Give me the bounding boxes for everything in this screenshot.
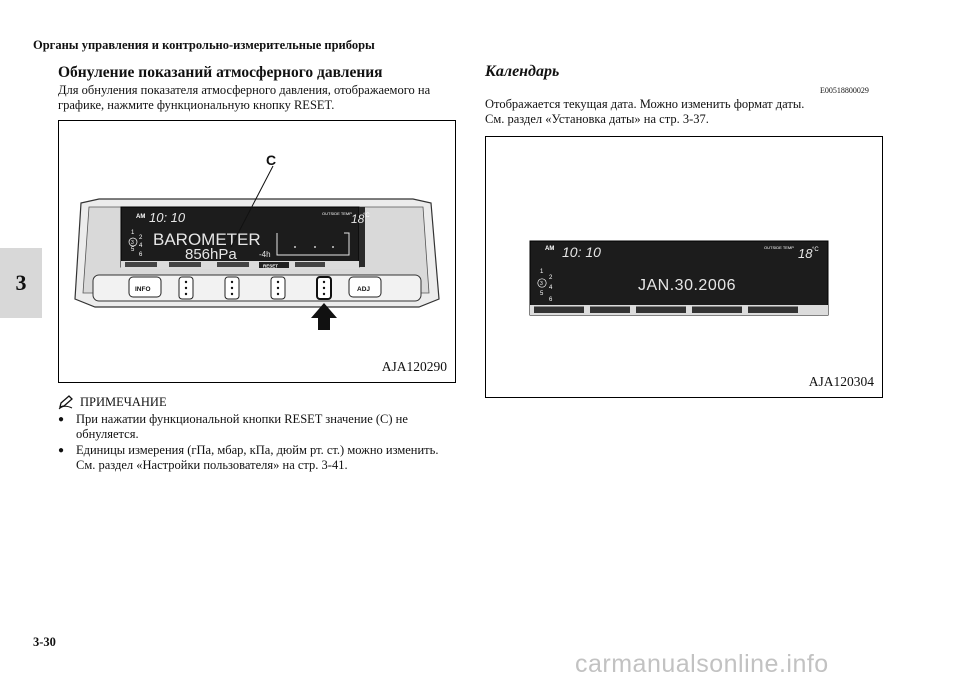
- figure-barometer-display: AM 10: 10 OUTSIDE TEMP 18 °C 1 2 3 4 5 6…: [58, 120, 456, 383]
- outside-temp-label: OUTSIDE TEMP: [322, 211, 352, 216]
- gear-2: 2: [139, 235, 143, 241]
- figure-code-right: AJA120304: [808, 374, 874, 389]
- gear-6: 6: [549, 297, 553, 303]
- bullet-icon: ●: [58, 414, 65, 425]
- adj-button[interactable]: [348, 276, 382, 298]
- temp-unit: °C: [363, 213, 370, 219]
- gear-5: 5: [540, 291, 544, 297]
- calendar-date: JAN.30.2006: [638, 277, 736, 294]
- reset-key-label: RESET: [263, 264, 278, 269]
- gear-5: 5: [131, 247, 135, 253]
- note-item-text: При нажатии функциональной кнопки RESET …: [76, 412, 408, 441]
- clock-time: 10: 10: [149, 210, 186, 225]
- gear-1: 1: [131, 230, 135, 236]
- note-title: ПРИМЕЧАНИЕ: [80, 394, 167, 409]
- watermark: carmanualsonline.info: [575, 650, 829, 678]
- note-item-text: Единицы измерения (гПа, мбар, кПа, дюйм …: [76, 443, 439, 457]
- section-code: E00518800029: [820, 86, 869, 95]
- note-header: ПРИМЕЧАНИЕ: [58, 394, 167, 410]
- gear-4: 4: [139, 243, 143, 249]
- calendar-paragraph-line1: Отображается текущая дата. Можно изменит…: [485, 97, 805, 111]
- note-item-reference: См. раздел «Настройки пользователя» на с…: [76, 458, 348, 472]
- info-button-label: INFO: [135, 286, 151, 293]
- graph-time-label: -4h: [259, 250, 271, 259]
- callout-c: C: [266, 152, 276, 168]
- outside-temp-label: OUTSIDE TEMP: [764, 245, 794, 250]
- calendar-paragraph-line2: См. раздел «Установка даты» на стр. 3-37…: [485, 112, 709, 126]
- gear-3: 3: [540, 281, 543, 287]
- gear-6: 6: [139, 252, 143, 258]
- pressure-value: 856hPa: [185, 246, 237, 263]
- figure-calendar-display: AM 10: 10 OUTSIDE TEMP 18 °C 1 2 3 4 5 6…: [485, 136, 883, 398]
- gear-3: 3: [131, 240, 134, 246]
- press-arrow-icon: [311, 303, 337, 330]
- running-header: Органы управления и контрольно-измерител…: [33, 38, 375, 52]
- am-indicator: AM: [136, 214, 145, 220]
- gear-3-circle-icon: [128, 237, 138, 247]
- page-number: 3-30: [33, 635, 56, 649]
- section-heading-calendar: Календарь: [485, 63, 560, 80]
- pressure-graph: [276, 232, 350, 256]
- calendar-display-illustration: AM 10: 10 OUTSIDE TEMP 18 °C 1 2 3 4 5 6…: [529, 240, 829, 316]
- list-item: ● При нажатии функциональной кнопки RESE…: [58, 412, 458, 442]
- temp-unit: °C: [812, 247, 819, 253]
- gear-1: 1: [540, 269, 544, 275]
- chapter-tab: 3: [0, 248, 42, 318]
- am-indicator: AM: [545, 246, 554, 252]
- calendar-paragraph: Отображается текущая дата. Можно изменит…: [485, 97, 885, 127]
- list-item: ● Единицы измерения (гПа, мбар, кПа, дюй…: [58, 443, 458, 473]
- barometer-reset-paragraph: Для обнуления показателя атмосферного да…: [58, 83, 431, 112]
- figure-code-left: AJA120290: [381, 359, 447, 374]
- pencil-note-icon: [58, 395, 73, 410]
- note-list: ● При нажатии функциональной кнопки RESE…: [58, 412, 458, 474]
- barometer-display-illustration: AM 10: 10 OUTSIDE TEMP 18 °C 1 2 3 4 5 6…: [74, 152, 440, 330]
- gear-4: 4: [549, 285, 553, 291]
- temp-value: 18: [351, 212, 365, 226]
- gear-3-circle-icon: [537, 278, 547, 288]
- gear-2: 2: [549, 275, 553, 281]
- clock-time: 10: 10: [562, 244, 601, 260]
- info-button[interactable]: [128, 276, 162, 298]
- adj-button-label: ADJ: [357, 286, 370, 293]
- section-heading-barometer-reset: Обнуление показаний атмосферного давлени…: [58, 64, 383, 81]
- bullet-icon: ●: [58, 445, 65, 456]
- temp-value: 18: [798, 246, 813, 261]
- barometer-label: BAROMETER: [153, 230, 261, 249]
